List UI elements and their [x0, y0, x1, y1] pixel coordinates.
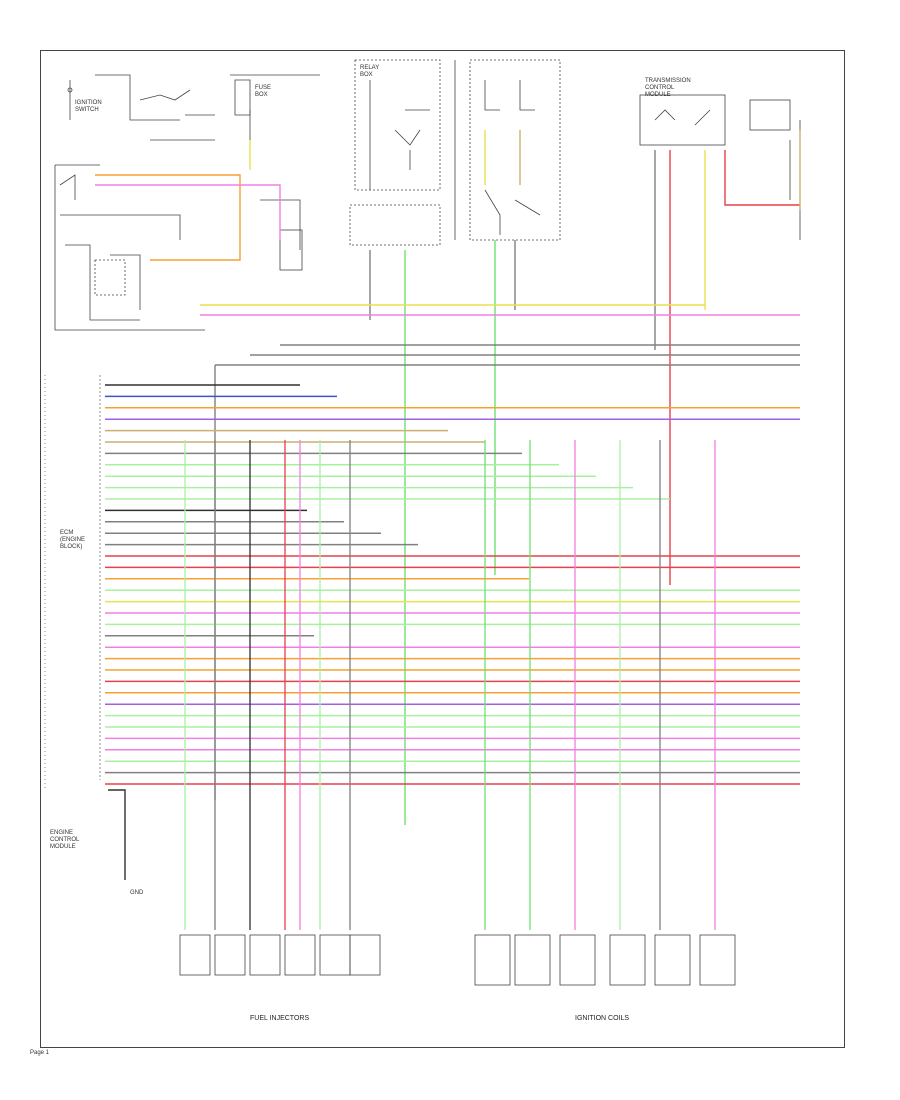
ignition-switch-block — [54, 74, 215, 331]
ground-label: GND — [130, 890, 144, 896]
ignition-switch-label: IGNITION SWITCH — [75, 100, 102, 113]
tcm-block — [639, 94, 801, 240]
ecm-connector — [44, 375, 101, 790]
relay-box-block — [349, 59, 561, 246]
wire-pink-ign — [95, 184, 281, 240]
fuse-box-block — [230, 74, 320, 271]
page-mark: Page 1 — [30, 1050, 50, 1056]
relay-box-label: RELAY BOX — [360, 65, 380, 78]
fuel-injectors — [179, 934, 381, 976]
ecm-block-label: ECM (ENGINE BLOCK) — [60, 530, 86, 550]
ground-symbol — [108, 789, 126, 880]
wire-orange-ign — [95, 174, 241, 261]
engine-control-module-label: ENGINE CONTROL MODULE — [50, 830, 80, 850]
ignition-coils — [474, 934, 736, 986]
diagram-frame — [40, 50, 845, 1048]
fuel-injectors-label: FUEL INJECTORS — [250, 1015, 310, 1022]
ignition-coils-label: IGNITION COILS — [575, 1015, 630, 1022]
tcm-label: TRANSMISSION CONTROL MODULE — [645, 78, 691, 98]
wire-red-2 — [724, 150, 800, 206]
fuse-box-label: FUSE BOX — [255, 85, 272, 98]
